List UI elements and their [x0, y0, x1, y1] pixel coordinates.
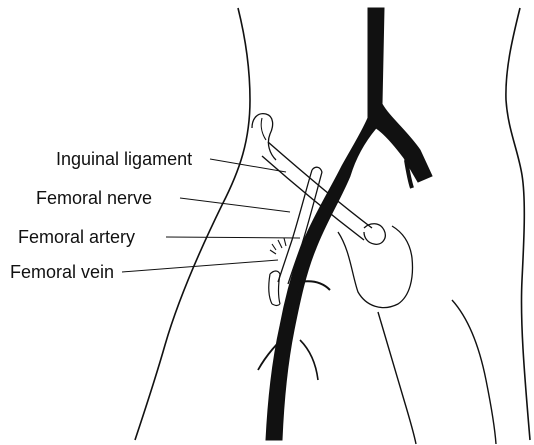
- body-outline-left: [135, 8, 250, 440]
- leader-femoral-vein: [122, 260, 278, 272]
- inner-thigh-contour: [452, 300, 496, 444]
- label-inguinal-ligament: Inguinal ligament: [56, 149, 192, 169]
- femoral-nerve-top: [312, 167, 322, 172]
- pubic-outline: [338, 226, 412, 308]
- label-femoral-vein: Femoral vein: [10, 262, 114, 282]
- lower-branch-right: [300, 340, 318, 380]
- aorta: [266, 8, 432, 440]
- pubic-tubercle: [364, 224, 385, 245]
- medial-thigh-line: [378, 312, 416, 444]
- leader-inguinal-ligament: [210, 159, 286, 172]
- iliac-spine-inner: [261, 118, 266, 140]
- label-femoral-artery: Femoral artery: [18, 227, 135, 247]
- label-femoral-nerve: Femoral nerve: [36, 188, 152, 208]
- femoral-vein-piece: [269, 271, 280, 306]
- femoral-nerve-branches: [270, 238, 286, 254]
- leader-femoral-artery: [166, 237, 300, 238]
- body-outline-right: [506, 8, 530, 440]
- leader-femoral-nerve: [180, 198, 290, 212]
